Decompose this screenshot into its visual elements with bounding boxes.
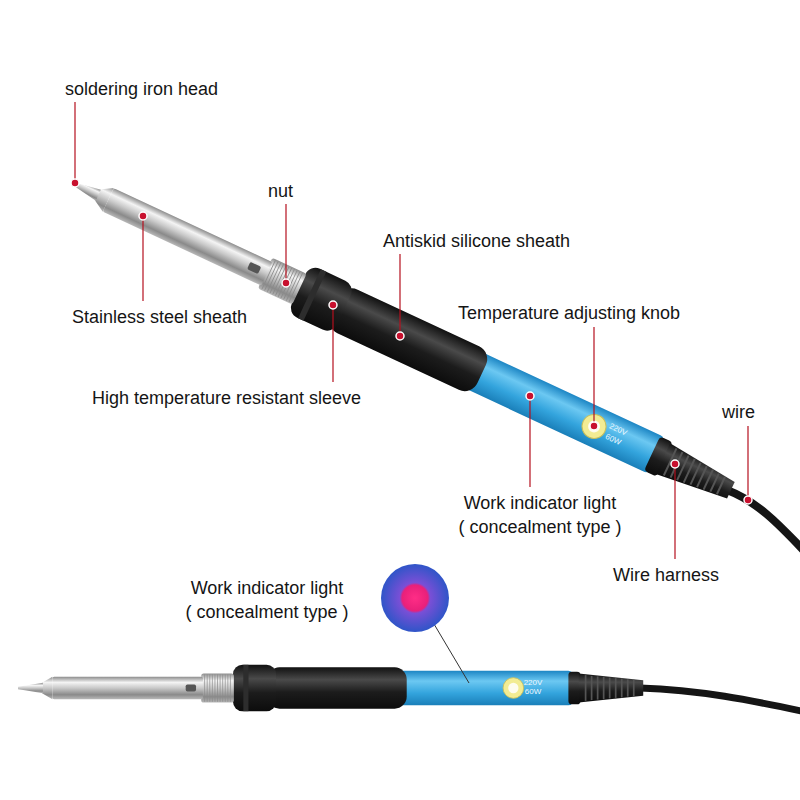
leader-lines: [75, 102, 748, 559]
part-label: Stainless steel sheath: [72, 305, 247, 329]
power-wire: [640, 688, 800, 712]
rating-text: 60W: [525, 688, 541, 696]
part-label: Temperature adjusting knob: [458, 301, 680, 325]
soldering-iron: [61, 159, 743, 515]
soldering-iron: [18, 665, 643, 711]
indicator-light-zoom: [381, 564, 449, 632]
part-label: soldering iron head: [65, 77, 218, 101]
leader-line: [434, 624, 469, 683]
part-label: nut: [268, 179, 293, 203]
part-label: High temperature resistant sleeve: [92, 386, 361, 410]
part-label: Work indicator light ( concealment type …: [157, 576, 377, 625]
part-label: wire: [722, 400, 755, 424]
rating-text: 220V: [524, 679, 543, 687]
part-label: Wire harness: [613, 563, 719, 587]
power-wire: [727, 490, 800, 553]
callout-dots: [71, 179, 752, 504]
part-label: Antiskid silicone sheath: [383, 229, 570, 253]
part-label: Work indicator light ( concealment type …: [430, 491, 650, 540]
